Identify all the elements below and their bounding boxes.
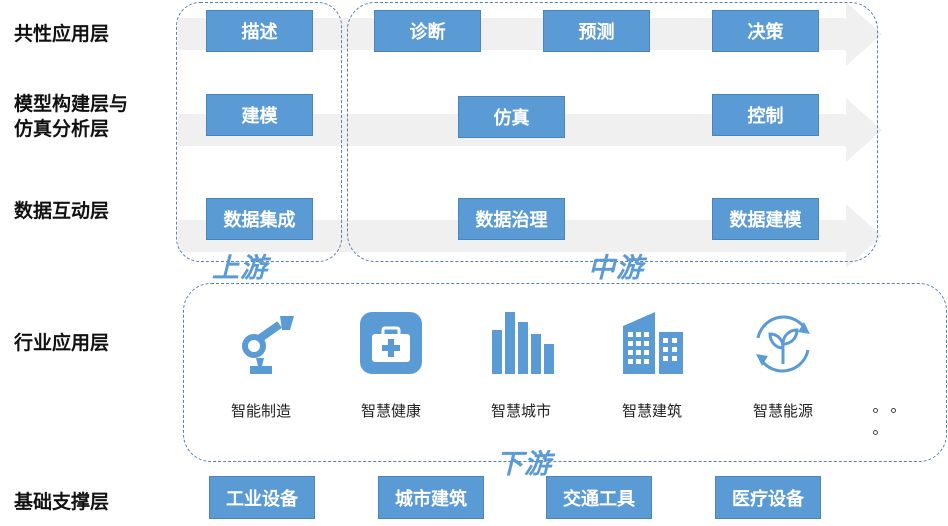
eco-energy-icon <box>746 308 820 382</box>
box-medical-equipment[interactable]: 医疗设备 <box>715 476 821 519</box>
industry-label: 智慧健康 <box>360 402 421 420</box>
industry-label: 智慧能源 <box>752 402 813 420</box>
layer-label-model-line2: 仿真分析层 <box>14 118 110 140</box>
layer-label-industry: 行业应用层 <box>14 332 110 354</box>
industry-smart-health[interactable]: 智慧健康 <box>336 308 446 421</box>
robot-arm-icon <box>224 308 298 382</box>
box-control[interactable]: 控制 <box>712 94 819 136</box>
layer-label-model-line1: 模型构建层与 <box>14 93 129 115</box>
industry-label: 智慧建筑 <box>621 402 682 420</box>
box-describe[interactable]: 描述 <box>206 10 313 52</box>
layer-label-common: 共性应用层 <box>14 23 110 45</box>
box-industrial-equipment[interactable]: 工业设备 <box>209 476 315 519</box>
ellipsis-dot <box>873 408 878 413</box>
city-bars-icon <box>484 308 558 382</box>
box-simulation[interactable]: 仿真 <box>458 96 565 138</box>
box-decide[interactable]: 决策 <box>712 10 819 52</box>
upstream-label: 上游 <box>212 253 268 284</box>
layer-label-data: 数据互动层 <box>14 200 110 222</box>
box-modeling[interactable]: 建模 <box>206 94 313 136</box>
industry-smart-building[interactable]: 智慧建筑 <box>597 308 707 421</box>
box-vehicles[interactable]: 交通工具 <box>546 476 652 519</box>
box-data-integration[interactable]: 数据集成 <box>206 198 313 240</box>
ellipsis-dot <box>891 408 896 413</box>
building-icon <box>615 308 689 382</box>
downstream-label: 下游 <box>496 449 552 480</box>
industry-label: 智能制造 <box>230 402 291 420</box>
box-diagnose[interactable]: 诊断 <box>374 10 481 52</box>
box-predict[interactable]: 预测 <box>543 10 650 52</box>
industry-smart-manufacturing[interactable]: 智能制造 <box>206 308 316 421</box>
medical-kit-icon <box>354 308 428 382</box>
upstream-region <box>176 2 342 262</box>
box-data-governance[interactable]: 数据治理 <box>458 198 565 240</box>
layer-label-foundation: 基础支撑层 <box>14 491 110 513</box>
industry-smart-city[interactable]: 智慧城市 <box>466 308 576 421</box>
midstream-region <box>347 2 878 262</box>
industry-smart-energy[interactable]: 智慧能源 <box>728 308 838 421</box>
industry-label: 智慧城市 <box>490 402 551 420</box>
downstream-region <box>183 283 947 462</box>
midstream-label: 中游 <box>588 253 644 284</box>
box-urban-buildings[interactable]: 城市建筑 <box>378 476 484 519</box>
box-data-modeling[interactable]: 数据建模 <box>712 198 819 240</box>
ellipsis-dot <box>873 430 878 435</box>
